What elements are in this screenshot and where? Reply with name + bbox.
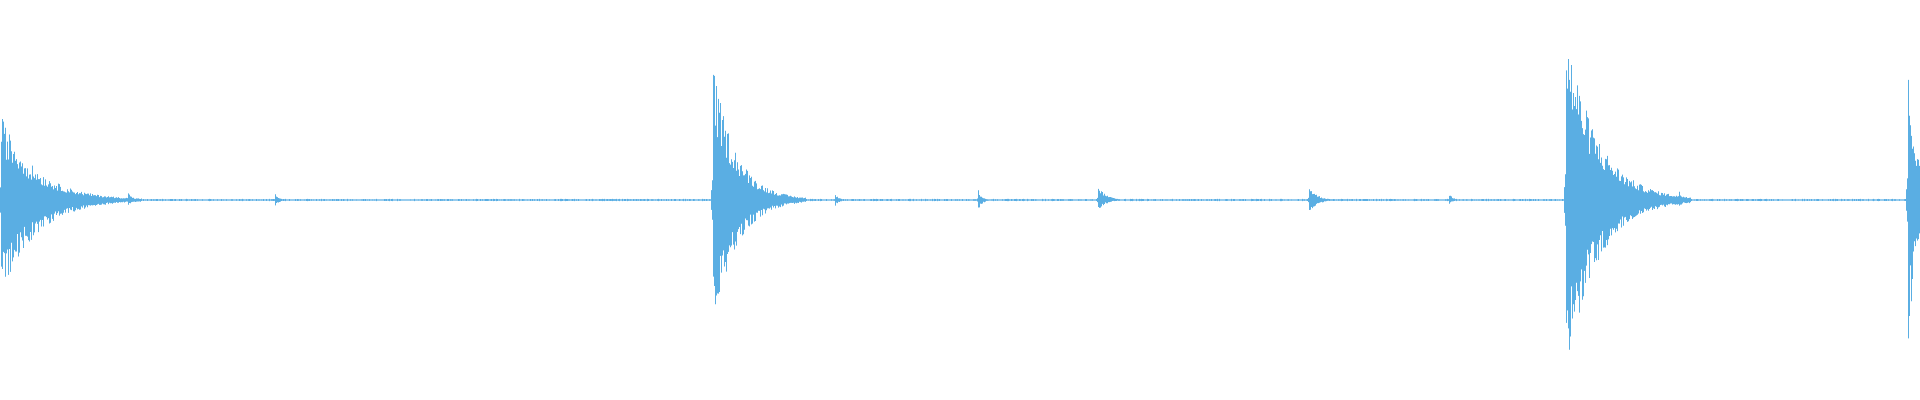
waveform-layer <box>0 58 1920 350</box>
waveform-path <box>0 58 1920 350</box>
